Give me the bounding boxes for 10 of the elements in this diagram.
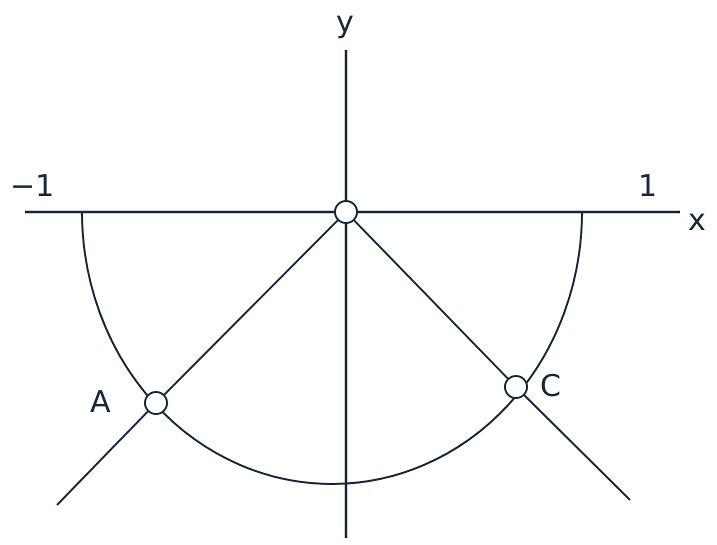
axis-label: x <box>688 206 706 236</box>
line-segment <box>352 219 510 380</box>
tick-label: −1 <box>10 172 54 202</box>
line-segment <box>56 410 150 506</box>
line-segment <box>523 394 631 501</box>
point-label: A <box>90 388 111 418</box>
point-label: C <box>540 372 561 402</box>
tick-label: 1 <box>638 172 658 202</box>
axis-label: y <box>336 8 354 38</box>
line-segment <box>163 219 339 396</box>
